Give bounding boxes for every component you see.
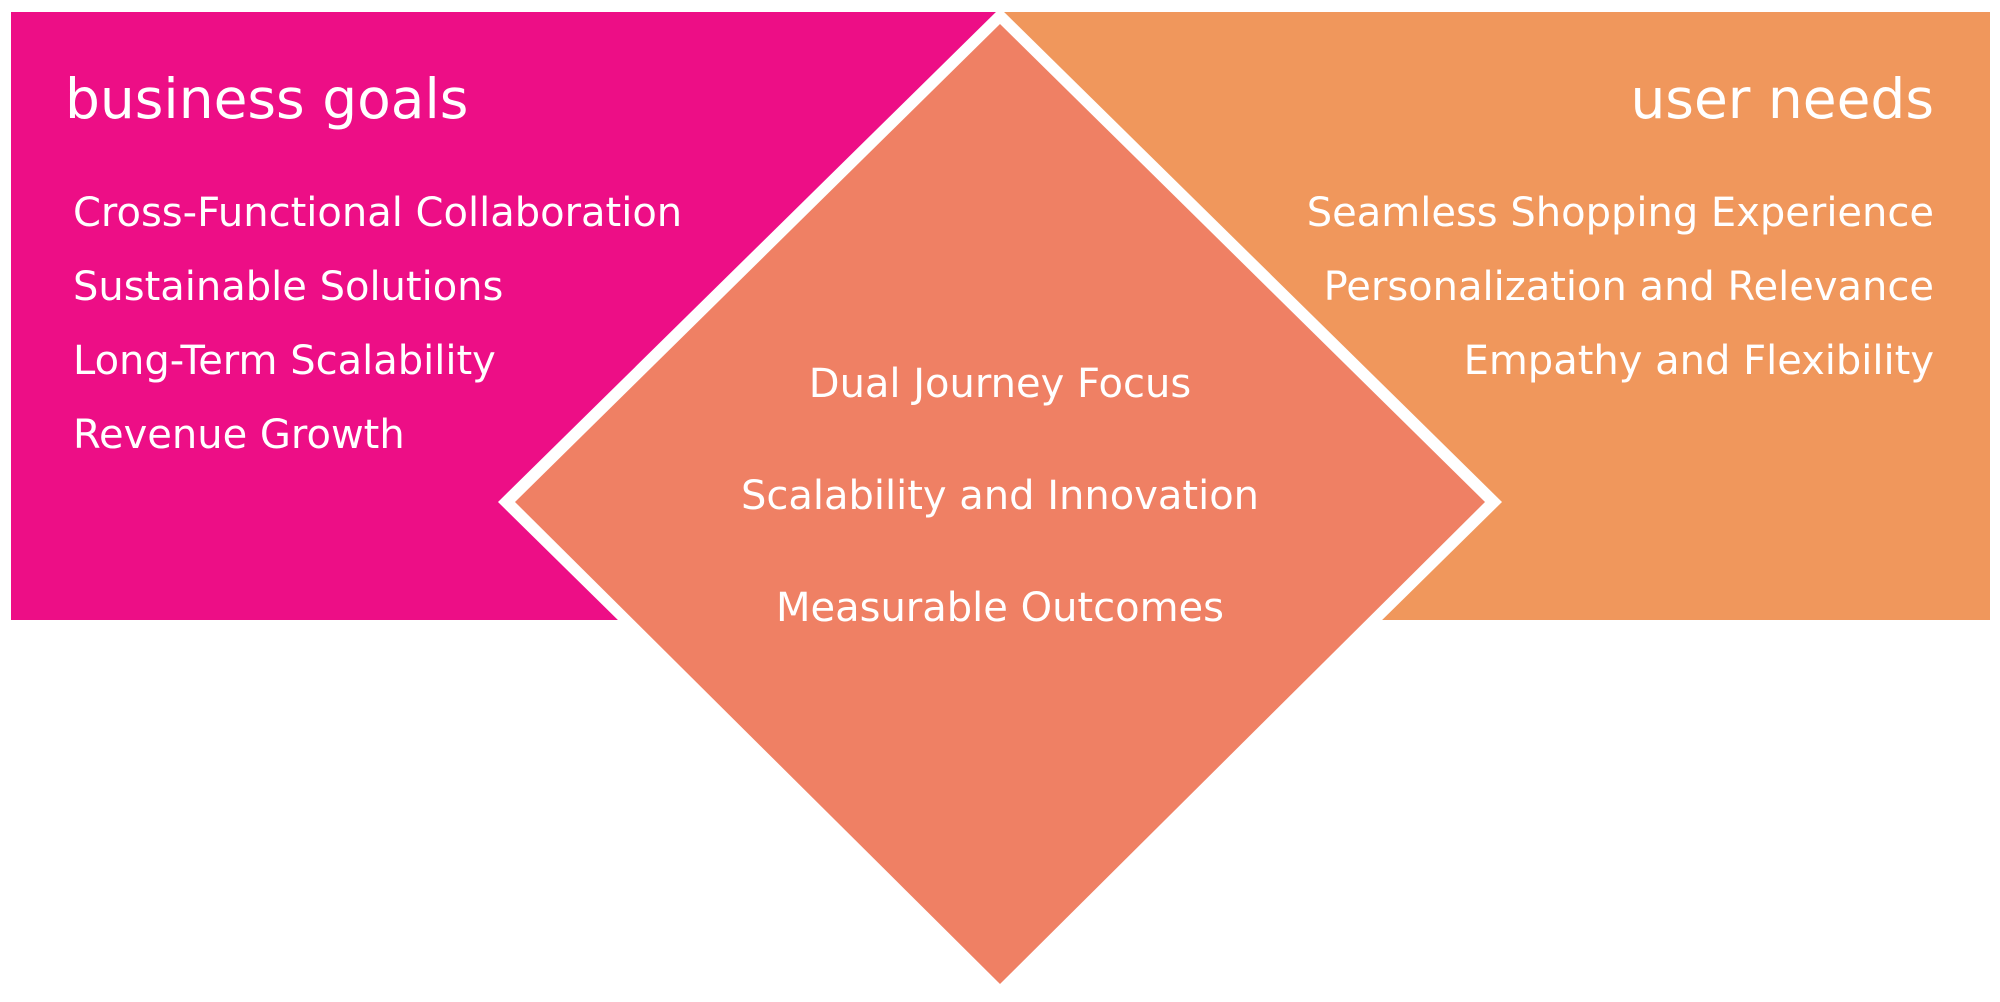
user-need-item: Seamless Shopping Experience (1306, 190, 1934, 236)
user-need-item: Empathy and Flexibility (1463, 338, 1934, 384)
business-goal-item: Long-Term Scalability (73, 338, 496, 384)
user-need-item: Personalization and Relevance (1323, 264, 1934, 310)
business-goal-item: Sustainable Solutions (73, 264, 504, 310)
user-needs-title: user needs (1630, 67, 1934, 131)
overlap-diamond (515, 24, 1485, 984)
overlap-item: Measurable Outcomes (775, 585, 1224, 631)
business-goal-item: Cross-Functional Collaboration (73, 190, 683, 236)
business-goal-item: Revenue Growth (73, 412, 405, 458)
business-goals-title: business goals (65, 67, 469, 131)
overlap-item: Dual Journey Focus (808, 361, 1192, 407)
overlap-item: Scalability and Innovation (740, 473, 1260, 519)
